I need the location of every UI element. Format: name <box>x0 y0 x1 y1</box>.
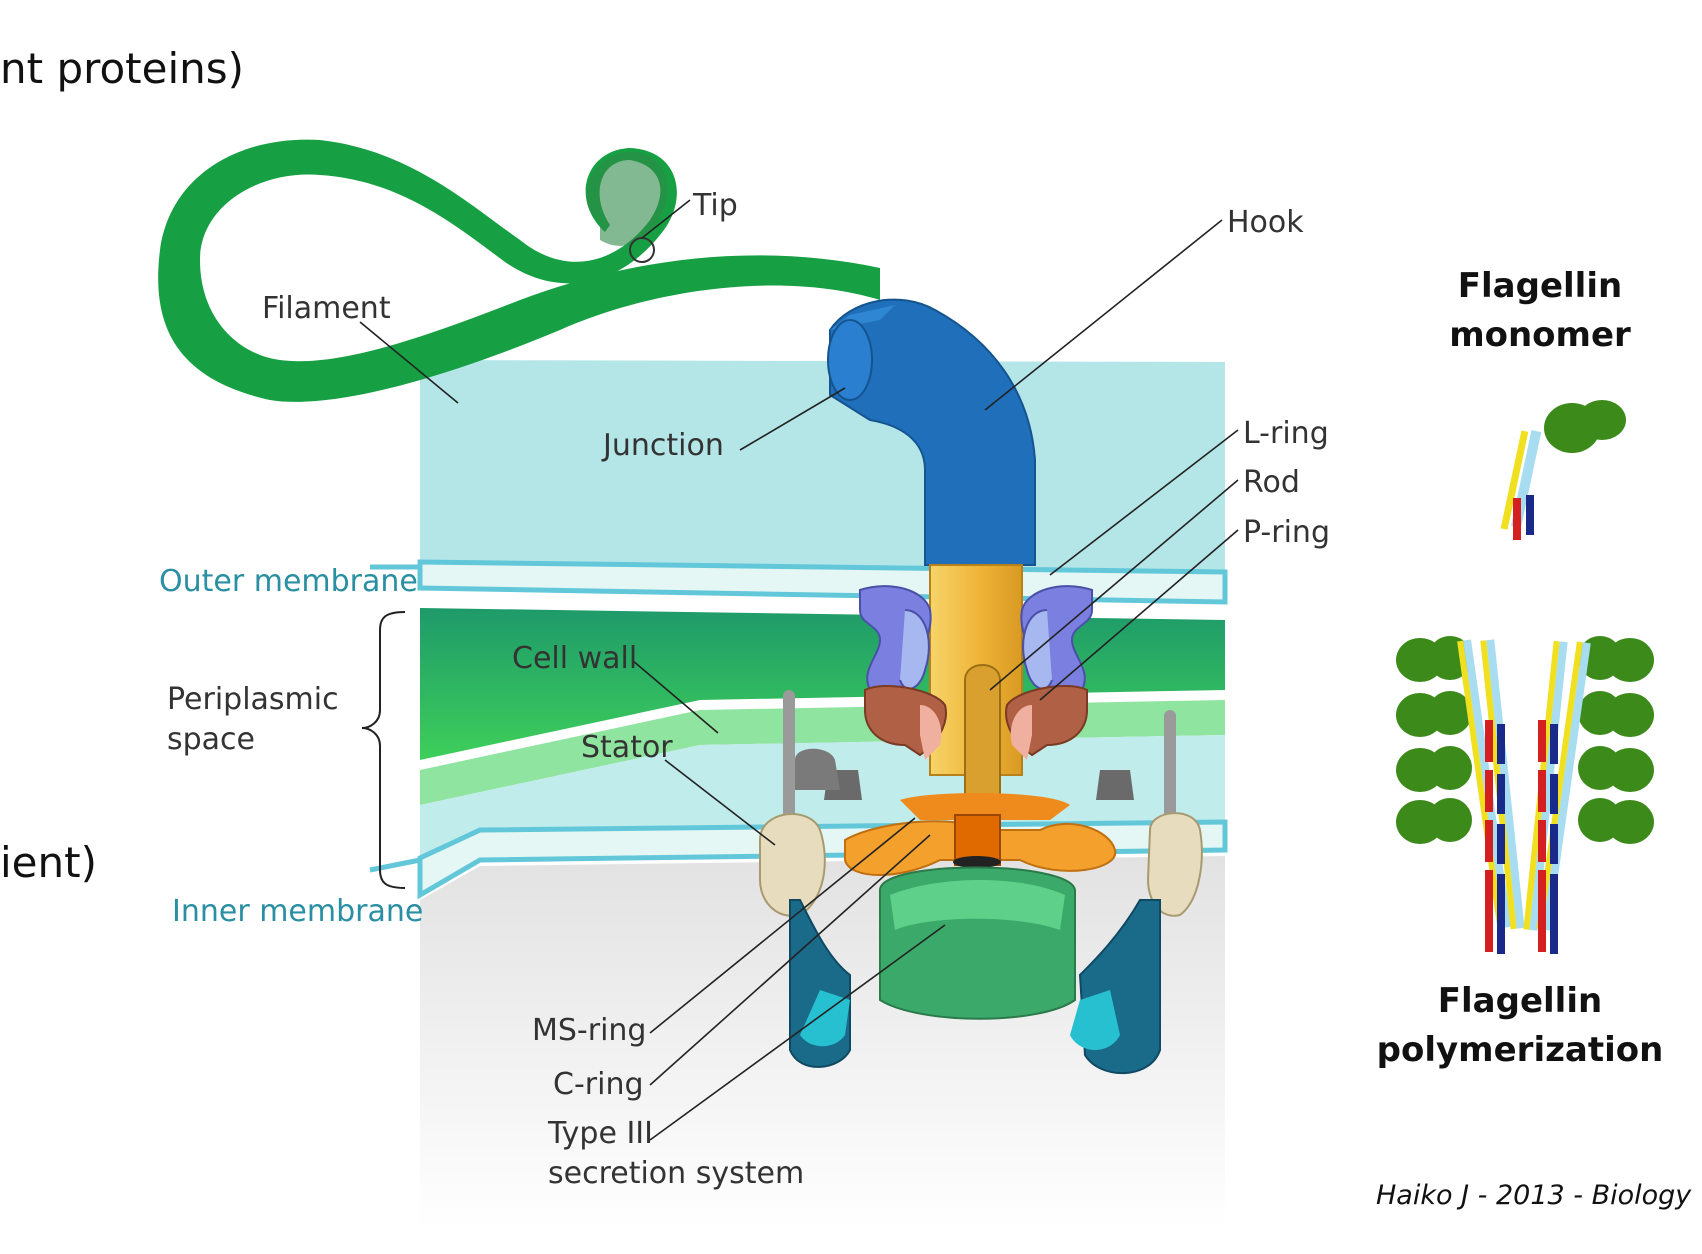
label-type-iii: Type III <box>547 1116 653 1151</box>
label-inner-membrane: Inner membrane <box>172 894 423 929</box>
polymer-spine-light <box>1486 639 1525 929</box>
poly-title-line2: polymerization <box>1377 1030 1664 1070</box>
polymer-segment-navy <box>1550 914 1558 954</box>
polymer-segment-red <box>1485 720 1493 762</box>
label-rod: Rod <box>1243 465 1300 500</box>
label-filament: Filament <box>262 291 391 326</box>
label-tip: Tip <box>692 188 738 223</box>
right-globule-outer <box>1606 748 1654 792</box>
filament <box>158 139 880 402</box>
polymer-segment-red <box>1538 770 1546 812</box>
poly-title-line1: Flagellin <box>1438 981 1602 1021</box>
polymer-segment-red <box>1485 870 1493 912</box>
polymer-segment-navy <box>1550 724 1558 764</box>
polymer-segment-navy <box>1550 824 1558 864</box>
label-ms-ring: MS-ring <box>532 1013 646 1048</box>
polymer-segment-navy <box>1550 774 1558 814</box>
polymer-segment-red <box>1485 910 1493 952</box>
hook <box>827 298 1036 566</box>
polymer-segment-navy <box>1497 824 1505 864</box>
label-junction: Junction <box>601 428 724 463</box>
left-globule-inner <box>1428 691 1472 735</box>
ms-ring <box>844 793 1117 876</box>
polymer-segment-navy <box>1497 724 1505 764</box>
flagellin-polymer <box>1396 636 1654 954</box>
p-ring <box>864 684 1088 760</box>
label-cell-wall: Cell wall <box>512 641 637 676</box>
label-hook: Hook <box>1227 205 1304 240</box>
slide-text-fragment-top: nt proteins) <box>0 44 245 93</box>
polymer-segment-red <box>1485 770 1493 812</box>
label-p-ring: P-ring <box>1243 515 1330 550</box>
polymer-segment-red <box>1538 870 1546 912</box>
label-secretion-system: secretion system <box>548 1156 804 1191</box>
left-globule-inner <box>1428 746 1472 790</box>
label-outer-membrane: Outer membrane <box>159 564 418 599</box>
polymer-segment-navy <box>1550 874 1558 914</box>
periplasmic-brace <box>361 611 406 889</box>
polymer-segment-navy <box>1497 914 1505 954</box>
flagellin-monomer <box>1500 400 1626 540</box>
right-globule-outer <box>1606 800 1654 844</box>
polymer-segment-red <box>1538 820 1546 862</box>
polymer-segment-red <box>1538 720 1546 762</box>
stator-units <box>759 690 1203 917</box>
monomer-title-line2: monomer <box>1449 315 1631 355</box>
label-c-ring: C-ring <box>553 1067 644 1102</box>
citation: Haiko J - 2013 - Biology <box>1376 1180 1692 1211</box>
label-l-ring: L-ring <box>1243 416 1329 451</box>
polymer-segment-red <box>1485 820 1493 862</box>
polymer-segment-navy <box>1497 874 1505 914</box>
label-space: space <box>167 722 255 757</box>
c-ring <box>789 866 1161 1075</box>
right-globule-outer <box>1606 638 1654 682</box>
l-ring <box>859 585 1093 703</box>
polymer-spine-yellow <box>1536 641 1583 930</box>
label-stator: Stator <box>581 730 673 765</box>
polymer-segment-red <box>1538 910 1546 952</box>
polymer-segment-navy <box>1497 774 1505 814</box>
left-globule-inner <box>1428 798 1472 842</box>
slide-text-fragment-mid: ient) <box>0 838 97 887</box>
leader-lines <box>359 199 1239 1141</box>
monomer-title-line1: Flagellin <box>1458 266 1622 306</box>
right-globule-outer <box>1606 693 1654 737</box>
periplasm-lower <box>420 735 1225 855</box>
label-periplasmic: Periplasmic <box>167 682 339 717</box>
